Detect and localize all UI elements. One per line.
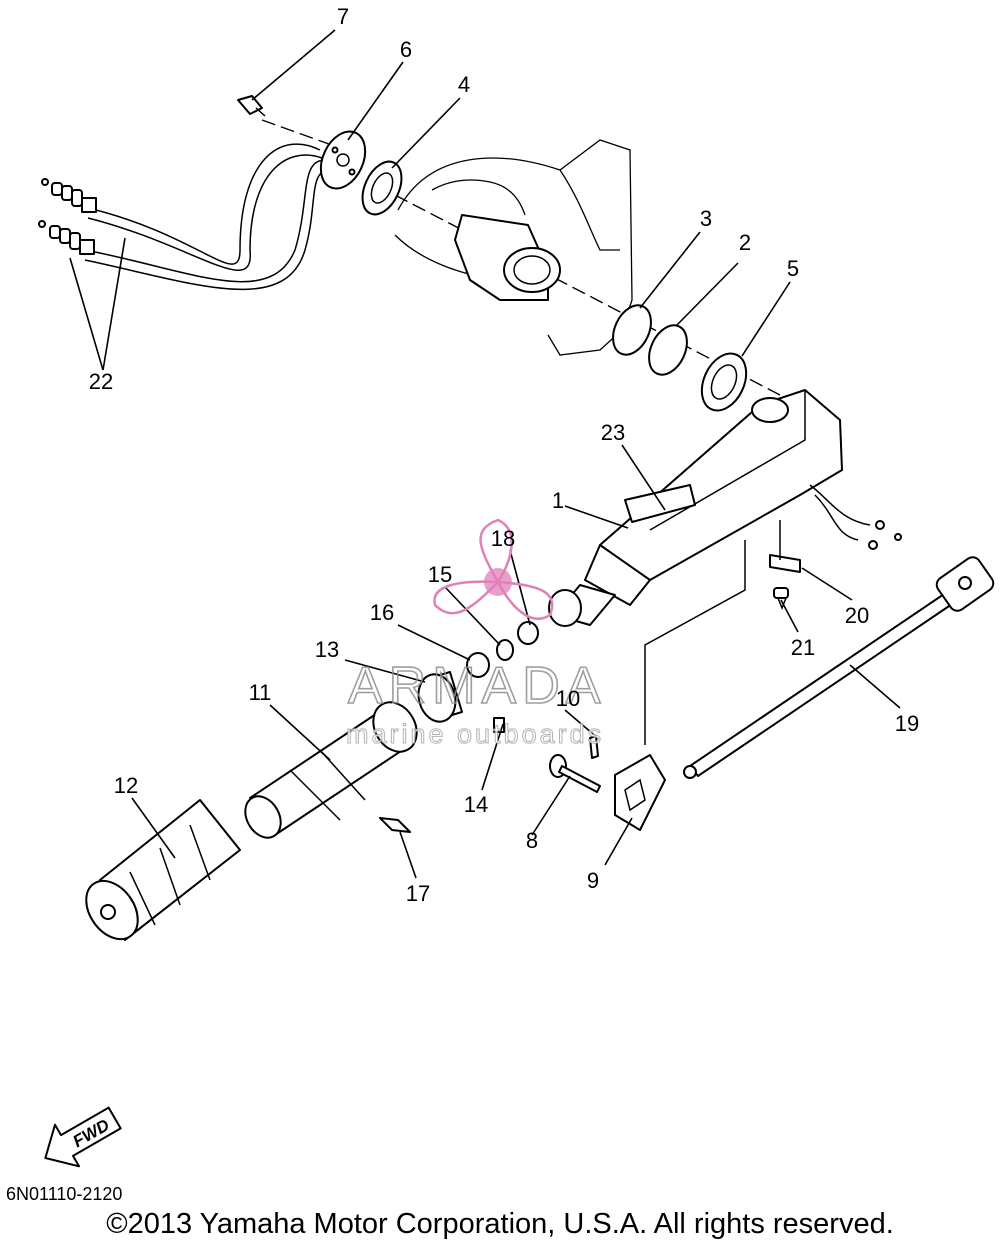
part-1-tiller-arm bbox=[548, 389, 902, 627]
part-21-screw bbox=[773, 587, 789, 611]
watermark-tagline: marine outboards bbox=[346, 719, 604, 749]
leader-lines bbox=[69, 29, 901, 879]
callout-17: 17 bbox=[406, 881, 430, 906]
callout-1: 1 bbox=[552, 488, 564, 513]
part-3-washer bbox=[612, 304, 652, 356]
part-9-bracket bbox=[614, 754, 666, 831]
drawing-code: 6N01110-2120 bbox=[6, 1184, 123, 1204]
part-19-throttle-shaft bbox=[683, 556, 995, 779]
callout-10: 10 bbox=[556, 686, 580, 711]
callout-11: 11 bbox=[249, 680, 272, 705]
part-6-plate bbox=[319, 130, 367, 190]
callout-14: 14 bbox=[464, 792, 488, 817]
callout-8: 8 bbox=[526, 828, 538, 853]
part-4-grommet bbox=[361, 160, 403, 216]
part-13-collar bbox=[417, 671, 463, 723]
watermark: ARMADA marine outboards bbox=[346, 518, 606, 750]
part-18-ring bbox=[517, 621, 539, 645]
copyright-notice: ©2013 Yamaha Motor Corporation, U.S.A. A… bbox=[106, 1208, 894, 1240]
callout-6: 6 bbox=[400, 37, 412, 62]
callout-18: 18 bbox=[491, 526, 515, 551]
callout-9: 9 bbox=[587, 868, 599, 893]
callout-19: 19 bbox=[895, 711, 919, 736]
part-10-pin bbox=[589, 735, 599, 759]
part-number-callouts: 1 2 3 4 5 6 7 8 9 10 11 12 13 14 15 16 1… bbox=[89, 4, 919, 906]
callout-13: 13 bbox=[315, 637, 339, 662]
part-16-washer bbox=[466, 652, 490, 678]
part-15-spring bbox=[496, 639, 514, 661]
callout-4: 4 bbox=[458, 72, 470, 97]
callout-21: 21 bbox=[791, 635, 815, 660]
part-17-screw bbox=[379, 817, 411, 833]
part-5-bushing bbox=[700, 352, 748, 412]
propeller-icon bbox=[433, 518, 554, 620]
part-2-wave-washer bbox=[648, 324, 688, 376]
callout-7: 7 bbox=[337, 4, 349, 29]
callout-5: 5 bbox=[787, 256, 799, 281]
part-8-bolt bbox=[549, 754, 601, 793]
steering-bracket-housing bbox=[454, 214, 561, 301]
watermark-brand: ARMADA bbox=[348, 657, 606, 715]
part-7-bolt bbox=[237, 95, 266, 117]
part-12-grip bbox=[85, 799, 241, 941]
callout-12: 12 bbox=[114, 773, 138, 798]
callout-3: 3 bbox=[700, 206, 712, 231]
callout-23: 23 bbox=[601, 420, 625, 445]
part-20-plate bbox=[769, 554, 801, 573]
callout-15: 15 bbox=[428, 562, 452, 587]
callout-16: 16 bbox=[370, 600, 394, 625]
assembly-guide-lines bbox=[644, 520, 781, 745]
fwd-arrow: FWD bbox=[44, 1106, 122, 1168]
callout-20: 20 bbox=[845, 603, 869, 628]
callout-22: 22 bbox=[89, 369, 113, 394]
throttle-cables bbox=[38, 143, 331, 291]
callout-2: 2 bbox=[739, 230, 751, 255]
part-11-grip-shaft bbox=[244, 701, 418, 839]
